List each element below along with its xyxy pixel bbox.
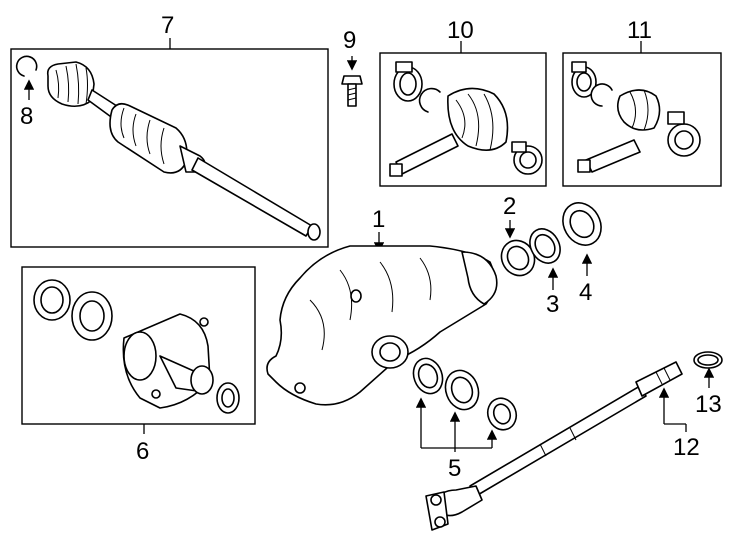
callout-6: 6 — [136, 438, 149, 465]
callout-1: 1 — [372, 206, 385, 233]
boot-kit-box-10: 10 — [379, 17, 547, 187]
callout-11: 11 — [627, 17, 652, 44]
callout-7: 7 — [161, 12, 174, 39]
o-ring — [693, 351, 723, 369]
callout-2: 2 — [503, 193, 516, 220]
axle-shaft — [46, 61, 321, 241]
callout-8: 8 — [20, 103, 33, 130]
boot-kit-box-11: 11 — [562, 17, 722, 187]
axle-shaft-assembly-box: 7 8 — [10, 12, 329, 248]
seal-set-5 — [412, 357, 518, 431]
output-flange-parts — [33, 279, 240, 414]
callout-9: 9 — [343, 27, 356, 54]
drive-shaft — [425, 361, 683, 531]
boot-kit-parts-small — [571, 61, 701, 173]
seal-4 — [562, 202, 602, 246]
boot-kit-parts — [389, 61, 543, 177]
snap-ring — [15, 55, 38, 77]
callout-3: 3 — [546, 291, 559, 318]
mounting-bolt — [341, 75, 363, 107]
callout-12: 12 — [673, 434, 700, 461]
callout-10: 10 — [447, 17, 474, 44]
callout-5: 5 — [448, 455, 461, 482]
output-flange-box: 6 — [21, 266, 256, 465]
seal-2 — [500, 239, 536, 277]
callout-13: 13 — [695, 391, 722, 418]
seal-3 — [529, 228, 561, 264]
differential-housing — [266, 245, 498, 406]
callout-4: 4 — [579, 279, 592, 306]
